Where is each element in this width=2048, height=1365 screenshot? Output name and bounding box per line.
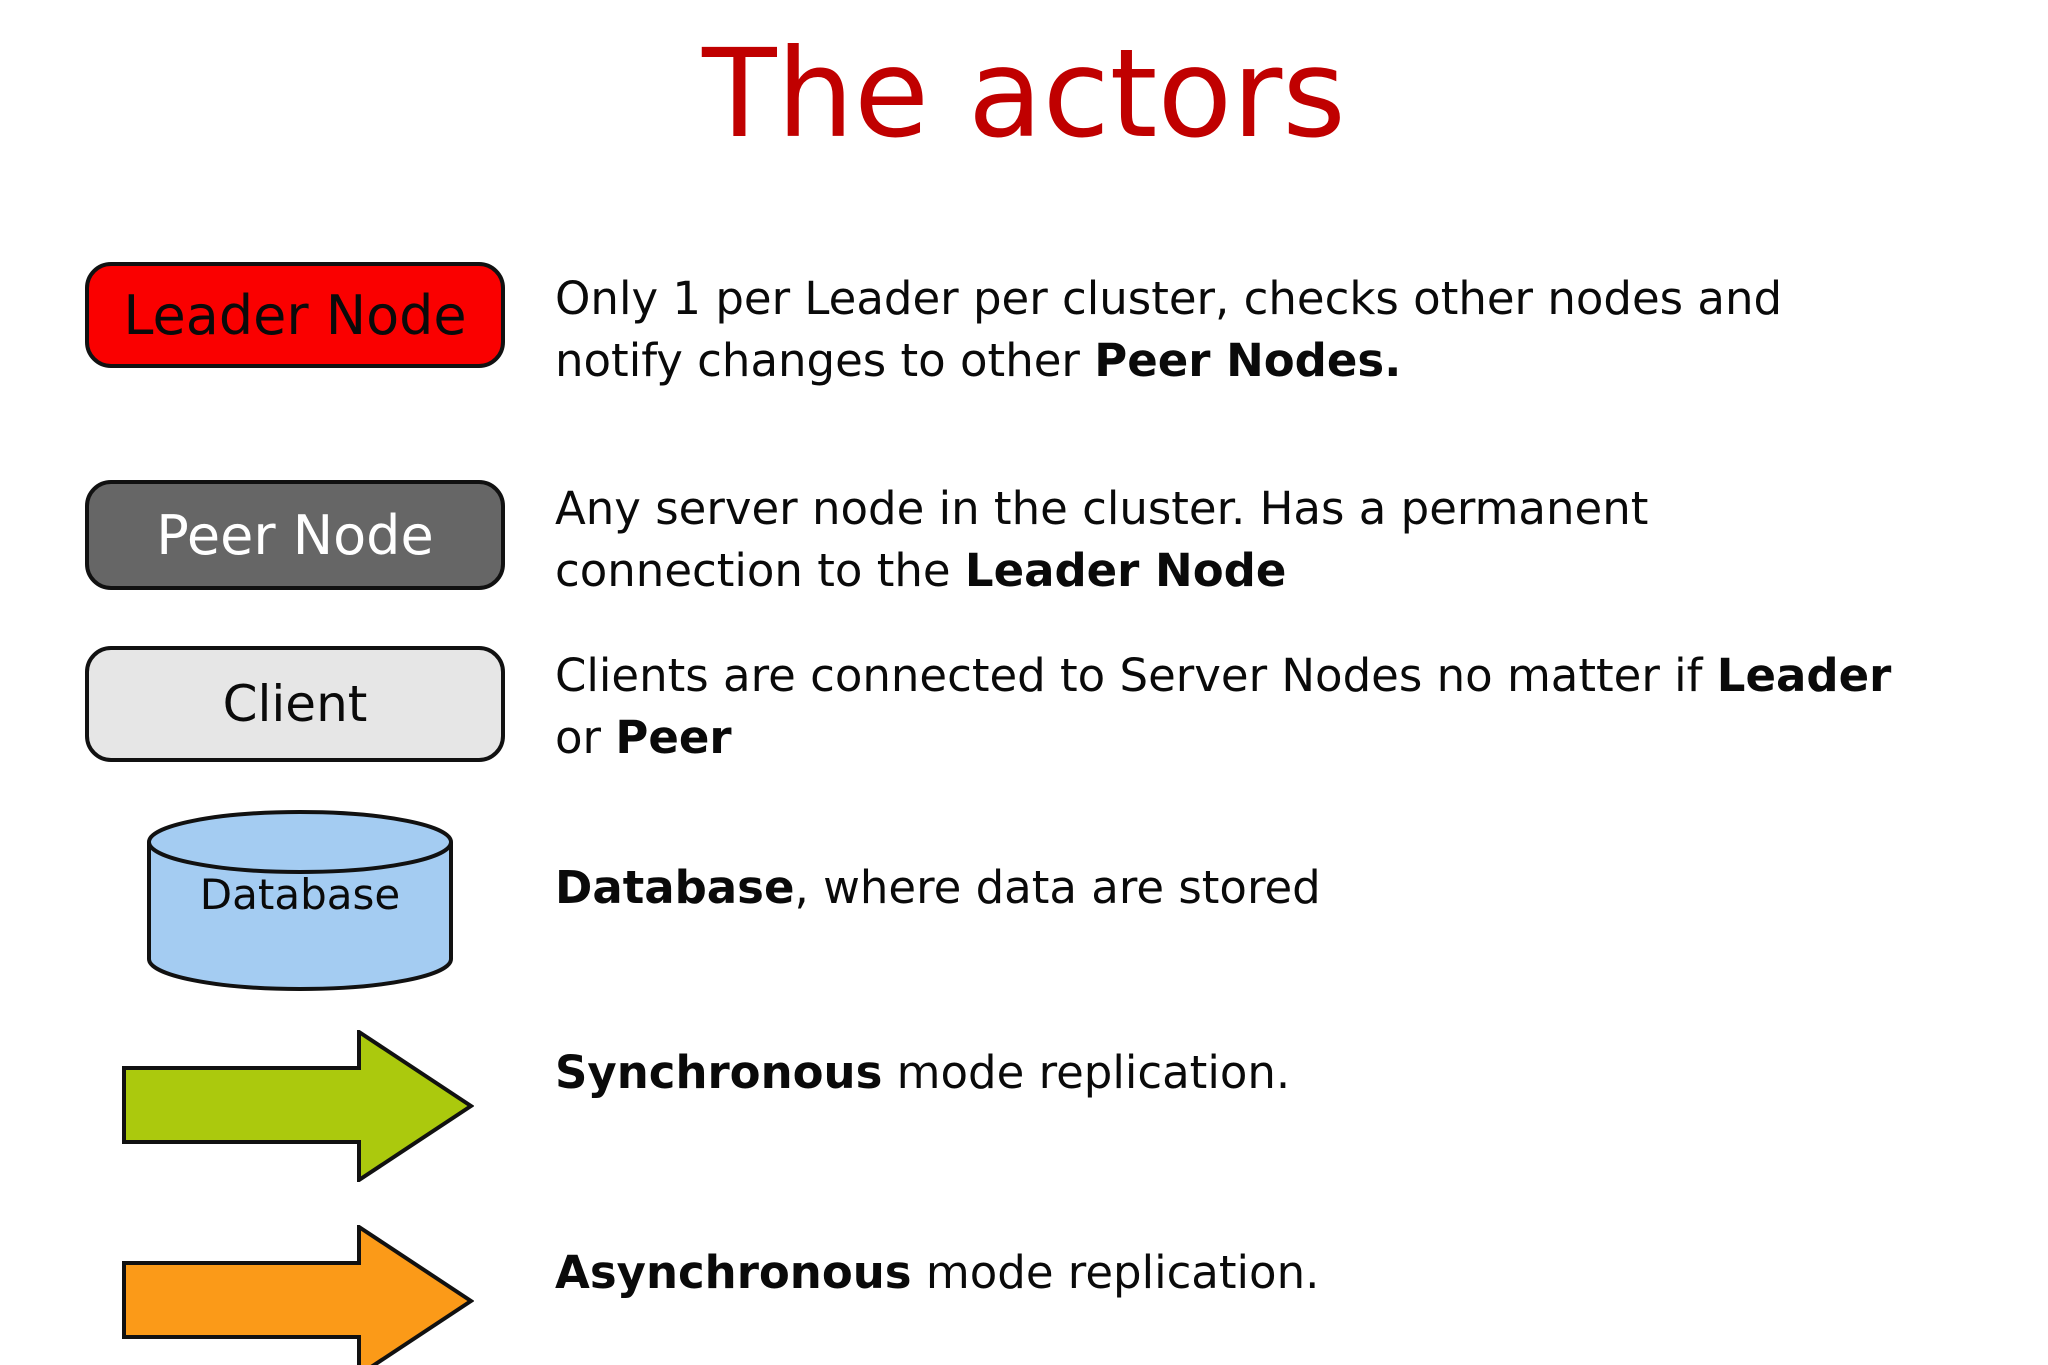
description-line: Asynchronous mode replication. bbox=[555, 1246, 1320, 1299]
sync-arrow-shape bbox=[122, 1030, 474, 1182]
database-cylinder-icon: Database bbox=[145, 808, 455, 993]
cylinder-body bbox=[147, 842, 453, 991]
peer-node-shape: Peer Node bbox=[85, 480, 505, 590]
description-line: Only 1 per Leader per cluster, checks ot… bbox=[555, 272, 1783, 325]
description-line: or Peer bbox=[555, 711, 732, 764]
database-label: Database bbox=[199, 870, 401, 919]
peer-node-description: Any server node in the cluster. Has a pe… bbox=[555, 478, 1648, 602]
leader-node-description: Only 1 per Leader per cluster, checks ot… bbox=[555, 268, 1782, 392]
async-description: Asynchronous mode replication. bbox=[555, 1242, 1319, 1304]
leader-node-label: Leader Node bbox=[123, 283, 467, 347]
sync-arrow-icon bbox=[122, 1030, 474, 1182]
client-label: Client bbox=[222, 675, 368, 733]
database-cylinder-svg bbox=[147, 810, 453, 991]
description-line: Synchronous mode replication. bbox=[555, 1046, 1291, 1099]
cylinder-top bbox=[147, 810, 453, 874]
client-description: Clients are connected to Server Nodes no… bbox=[555, 645, 1891, 769]
description-line: connection to the Leader Node bbox=[555, 544, 1287, 597]
sync-description: Synchronous mode replication. bbox=[555, 1042, 1290, 1104]
sync-arrow-svg bbox=[122, 1030, 474, 1182]
description-line: Clients are connected to Server Nodes no… bbox=[555, 649, 1892, 702]
description-line: Database, where data are stored bbox=[555, 861, 1321, 914]
peer-node-label: Peer Node bbox=[156, 503, 434, 567]
description-line: notify changes to other Peer Nodes. bbox=[555, 334, 1402, 387]
leader-node-shape: Leader Node bbox=[85, 262, 505, 368]
async-arrow-svg bbox=[122, 1225, 474, 1365]
async-arrow-shape bbox=[122, 1225, 474, 1365]
page-title: The actors bbox=[702, 23, 1346, 165]
client-shape: Client bbox=[85, 646, 505, 762]
async-arrow-icon bbox=[122, 1225, 474, 1365]
database-description: Database, where data are stored bbox=[555, 857, 1321, 919]
description-line: Any server node in the cluster. Has a pe… bbox=[555, 482, 1649, 535]
